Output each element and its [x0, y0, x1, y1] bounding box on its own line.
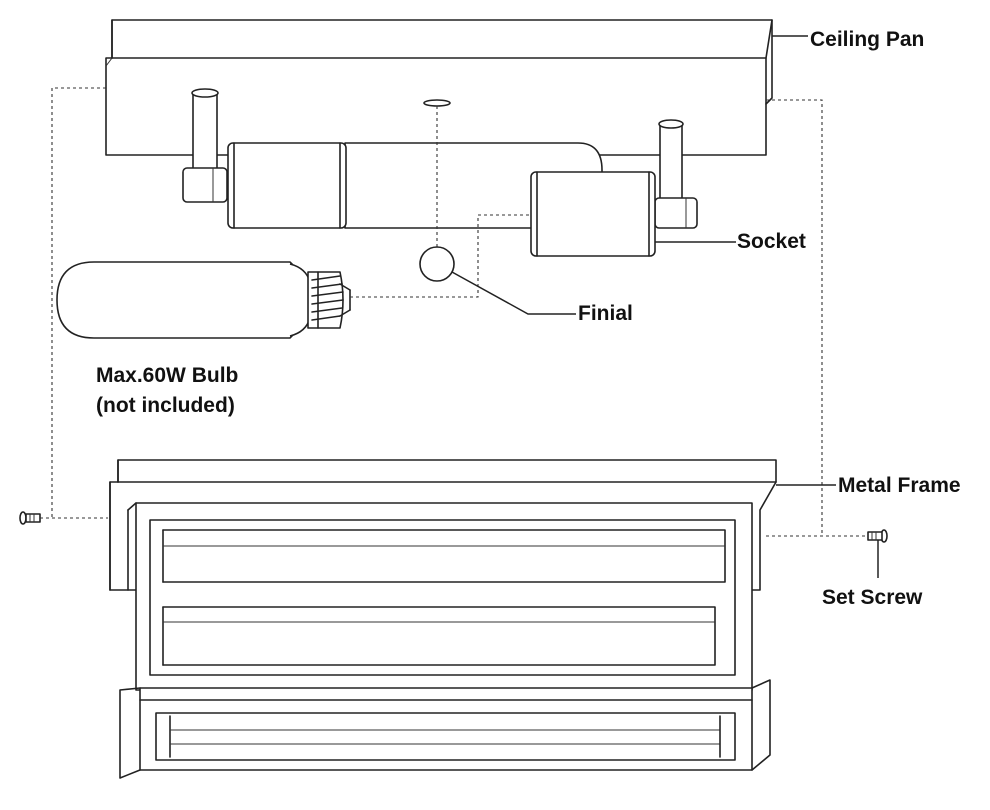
finial-leader	[451, 271, 576, 315]
left-mounting-post	[182, 88, 228, 203]
metal-frame-label: Metal Frame	[838, 474, 961, 497]
left-set-screw	[19, 511, 41, 525]
right-socket	[530, 171, 656, 257]
ceiling-pan	[105, 19, 773, 156]
bulb-label-line2: (not included)	[96, 394, 235, 417]
right-mounting-post	[654, 119, 698, 229]
finial-label: Finial	[578, 302, 633, 325]
bulb-label-line1: Max.60W Bulb	[96, 364, 239, 387]
left-socket	[227, 142, 347, 229]
set-screw-label: Set Screw	[822, 586, 923, 609]
bulb	[56, 261, 351, 339]
socket-label: Socket	[737, 230, 806, 253]
finial	[419, 106, 455, 282]
metal-frame	[109, 459, 777, 779]
right-set-screw	[867, 529, 888, 543]
ceiling-pan-label: Ceiling Pan	[810, 28, 925, 51]
